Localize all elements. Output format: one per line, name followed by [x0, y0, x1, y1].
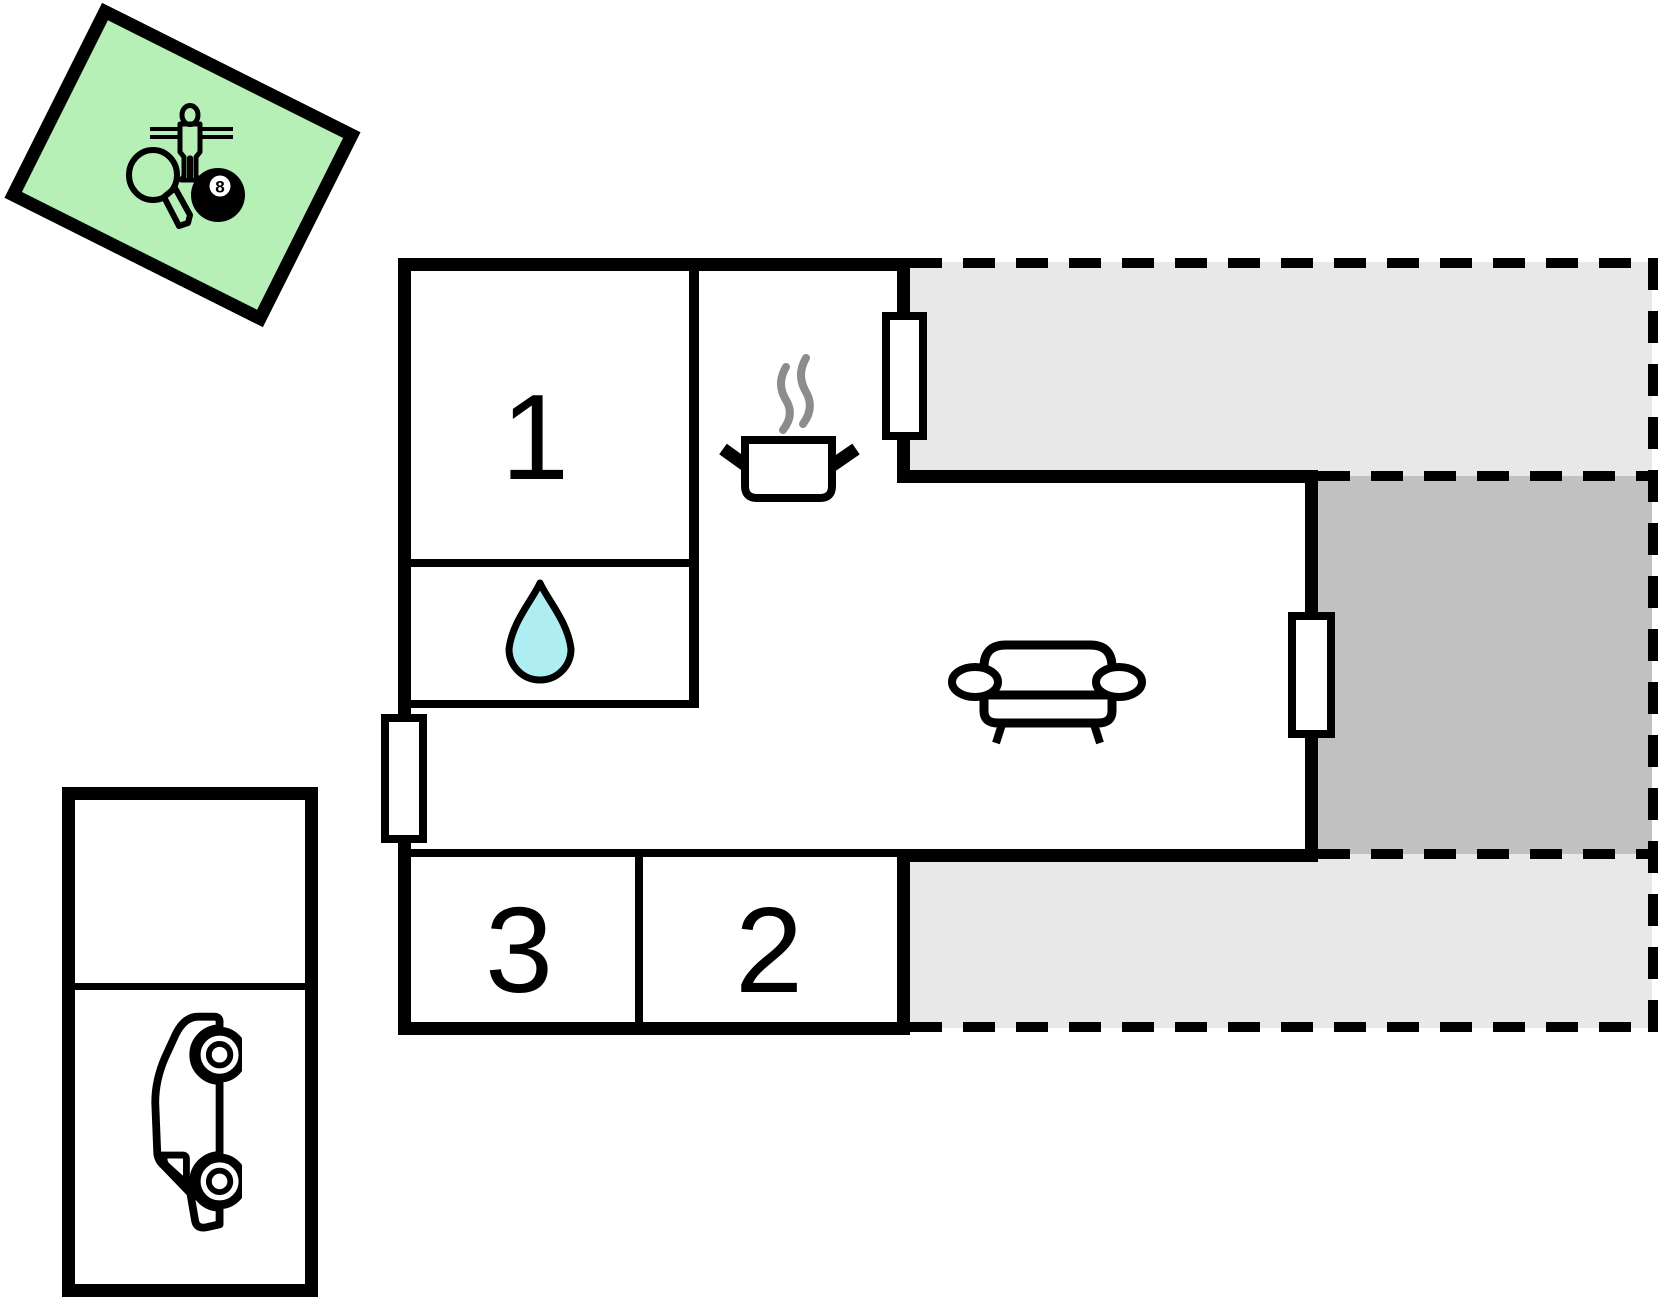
terrace-right-dark: [1312, 476, 1652, 854]
terrace-bottom: [910, 854, 1652, 1028]
eight-ball-number: 8: [215, 178, 224, 197]
room-label-2: 2: [735, 882, 803, 1018]
wall-bottom: [398, 1022, 910, 1035]
dashed-border-mid-upper: [1318, 471, 1658, 481]
dashed-border-mid-lower: [1318, 849, 1658, 859]
wall-left: [398, 258, 411, 1035]
car-icon: [151, 1012, 242, 1232]
wall-top: [398, 258, 910, 271]
wall-rooms-divider: [635, 853, 643, 1025]
wall-living-top: [897, 470, 1318, 483]
house-interior-left: [398, 258, 910, 1035]
wall-rooms-top: [411, 849, 897, 857]
door-window-left: [381, 714, 427, 843]
dashed-border-top: [910, 258, 1658, 268]
dashed-border-bottom: [910, 1022, 1658, 1032]
games-icons: 8: [126, 103, 245, 229]
sofa-icon: [948, 640, 1146, 745]
room-label-3: 3: [485, 882, 553, 1018]
wall-room1-bottom: [411, 559, 693, 567]
door-window-kitchen: [882, 312, 927, 440]
wall-room2-east: [897, 849, 910, 1035]
water-drop-icon: [505, 579, 575, 684]
dashed-border-right: [1648, 258, 1658, 1032]
room-label-1: 1: [501, 369, 569, 505]
foosball-player-icon: [150, 103, 233, 183]
cooking-pot-icon: [719, 354, 860, 502]
steam-icon: [797, 354, 814, 428]
billiard-8ball-icon: 8: [191, 168, 245, 222]
table-tennis-paddle-icon: [126, 147, 193, 229]
wall-living-bottom: [897, 849, 1318, 862]
steam-icon: [777, 363, 794, 434]
wall-divider-kitchen: [689, 258, 699, 708]
wall-bathroom-bottom: [404, 700, 696, 708]
terrace-top: [910, 262, 1652, 476]
carport-divider-wall: [75, 983, 305, 990]
door-window-living: [1288, 612, 1335, 738]
